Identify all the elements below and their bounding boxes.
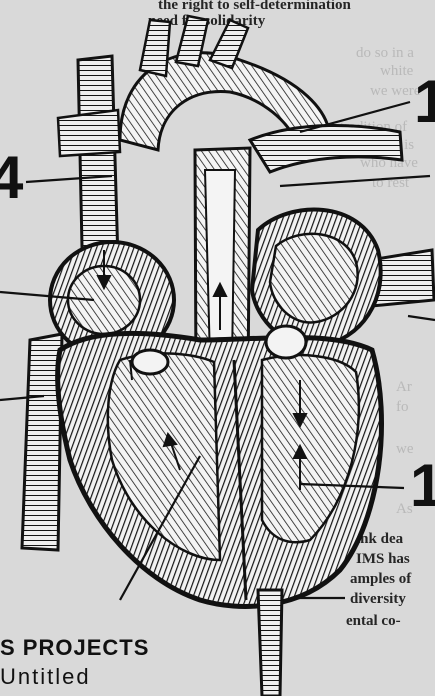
caption-subtitle: Untitled [0,664,91,690]
callout-number: 1 [414,72,435,132]
brachiocephalic-artery [140,20,170,76]
callout-number: 1 [410,456,435,516]
leader-line [280,176,430,186]
pulmonary-artery [250,125,402,172]
leader-line [408,316,435,320]
caption-title: S PROJECTS [0,635,149,661]
left-vessel-bundle [58,110,120,156]
mitral-valve [266,326,306,358]
callout-number: 4 [0,148,23,208]
descending-aorta [258,590,282,696]
tricuspid-valve [132,350,168,374]
pulmonary-trunk-lumen [205,170,235,360]
